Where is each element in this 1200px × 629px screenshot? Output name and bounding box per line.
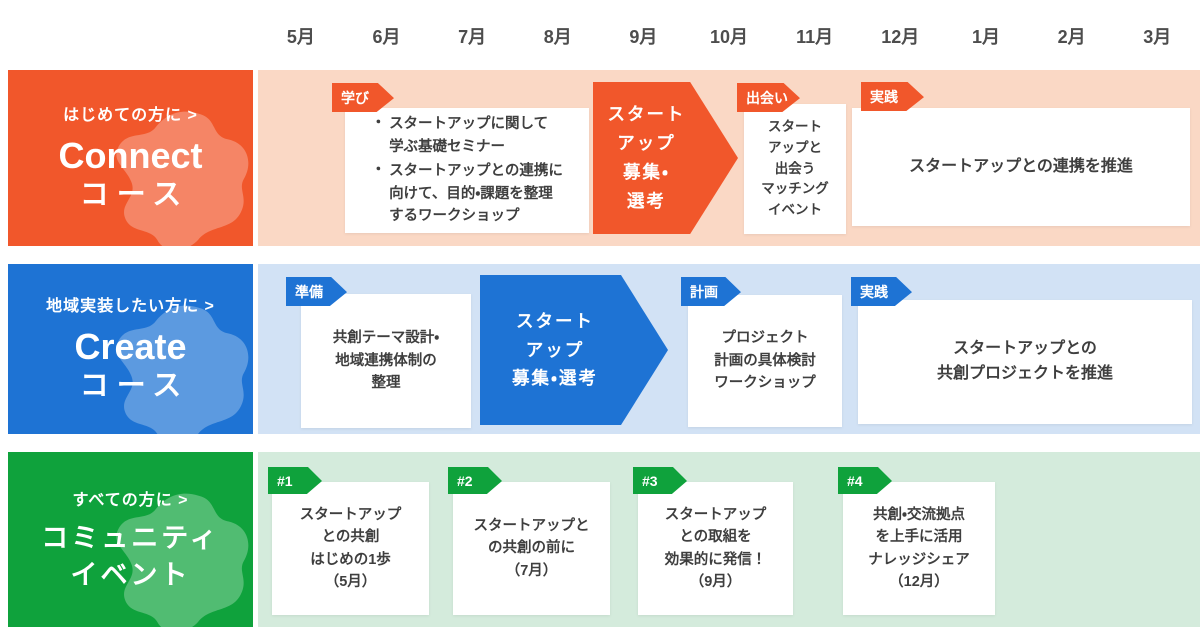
- month-label: 11月: [796, 27, 834, 47]
- event-3-text: スタートアップ との取組を 効果的に発信！ （9月）: [664, 506, 767, 590]
- create-practice-text: スタートアップとの 共創プロジェクトを推進: [936, 340, 1113, 382]
- month-label: 6月: [372, 27, 401, 47]
- community-title-line2: イベント: [70, 559, 191, 590]
- bullet-icon: ・: [371, 115, 386, 132]
- connect-course-row: はじめての方に > Connect コース 学び ・ スタートアップに関して 学…: [0, 70, 1200, 246]
- recruitment-selection-label: スタート アップ 募集・選考: [512, 310, 598, 389]
- event-4-text: 共創・交流拠点 を上手に活用 ナレッジシェア （12月）: [868, 506, 970, 590]
- event-1-text: スタートアップ との共創 はじめの1歩 （5月）: [299, 506, 402, 590]
- connect-course-title: Connect: [58, 135, 203, 177]
- community-events-row: すべての方に > コミュニティ イベント #1 スタートアップ との共創 はじめ…: [0, 452, 1200, 627]
- community-audience-label: すべての方に >: [72, 492, 189, 510]
- connect-course-header-link[interactable]: はじめての方に > Connect コース: [8, 70, 253, 246]
- recruitment-selection-label: スタート アップ 募集・ 選考: [607, 104, 686, 211]
- bullet-icon: ・: [371, 162, 386, 179]
- prefecture-map-blob: [116, 305, 249, 434]
- event-4-card: 共創・交流拠点 を上手に活用 ナレッジシェア （12月）: [843, 482, 995, 615]
- matching-event-card: スタート アップと 出会う マッチング イベント: [744, 104, 846, 234]
- month-label: 7月: [458, 27, 487, 47]
- learn-bullet-1: ・ スタートアップに関して 学ぶ基礎セミナー: [371, 113, 563, 158]
- month-label: 2月: [1057, 27, 1086, 47]
- event-2-text: スタートアップと の共創の前に （7月）: [473, 517, 590, 579]
- matching-event-text: スタート アップと 出会う マッチング イベント: [761, 118, 829, 218]
- plan-text: プロジェクト 計画の具体検討 ワークショップ: [714, 330, 816, 392]
- learn-bullet-2: ・ スタートアップとの連携に 向けて、目的・課題を整理 するワークショップ: [371, 160, 563, 227]
- event-1-card: スタートアップ との共創 はじめの1歩 （5月）: [272, 482, 429, 615]
- learn-bullet-1-text: スタートアップに関して 学ぶ基礎セミナー: [389, 116, 549, 155]
- create-practice-card: スタートアップとの 共創プロジェクトを推進: [858, 300, 1192, 424]
- month-label: 8月: [543, 27, 572, 47]
- connect-course-subtitle: コース: [79, 178, 190, 211]
- month-label: 5月: [286, 27, 315, 47]
- connect-practice-card: スタートアップとの連携を推進: [852, 108, 1190, 226]
- create-course-title: Create: [74, 326, 187, 368]
- prepare-text: 共創テーマ設計・ 地域連携体制の 整理: [332, 330, 440, 392]
- create-audience-label: 地域実装したい方に >: [46, 298, 215, 316]
- create-course-header-link[interactable]: 地域実装したい方に > Create コース: [8, 264, 253, 434]
- plan-card: プロジェクト 計画の具体検討 ワークショップ: [688, 295, 842, 427]
- connect-practice-text: スタートアップとの連携を推進: [909, 157, 1133, 175]
- learn-bullet-2-text: スタートアップとの連携に 向けて、目的・課題を整理 するワークショップ: [389, 163, 563, 225]
- community-events-header-link[interactable]: すべての方に > コミュニティ イベント: [8, 452, 253, 627]
- create-course-row: 地域実装したい方に > Create コース 準備 共創テーマ設計・ 地域連携体…: [0, 264, 1200, 434]
- create-course-subtitle: コース: [79, 369, 190, 402]
- learn-card: ・ スタートアップに関して 学ぶ基礎セミナー ・ スタートアップとの連携に 向け…: [345, 108, 589, 233]
- connect-audience-label: はじめての方に >: [63, 107, 198, 125]
- community-title-line1: コミュニティ: [41, 523, 220, 554]
- event-2-card: スタートアップと の共創の前に （7月）: [453, 482, 610, 615]
- prefecture-map-blob: [116, 111, 249, 246]
- prefecture-map-blob: [116, 493, 249, 627]
- prepare-card: 共創テーマ設計・ 地域連携体制の 整理: [301, 294, 471, 428]
- month-label: 9月: [629, 27, 658, 47]
- prepare-badge: 準備: [286, 277, 347, 306]
- event-3-card: スタートアップ との取組を 効果的に発信！ （9月）: [638, 482, 793, 615]
- month-label: 12月: [881, 27, 920, 47]
- month-label: 3月: [1143, 27, 1172, 47]
- month-label: 10月: [710, 27, 749, 47]
- month-label: 1月: [971, 27, 1000, 47]
- month-axis: 5月 6月 7月 8月 9月 10月 11月 12月 1月 2月 3月: [258, 18, 1200, 56]
